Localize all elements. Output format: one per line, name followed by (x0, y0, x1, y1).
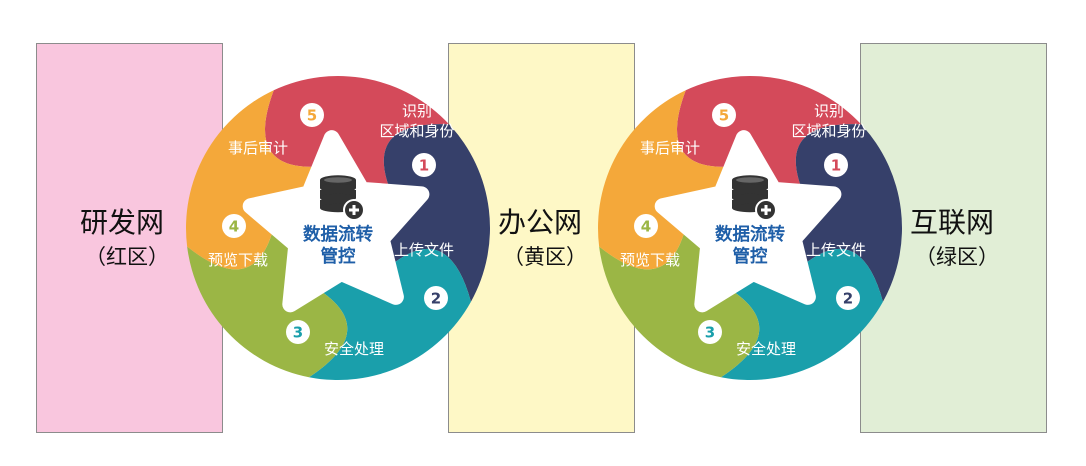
step-1-badge: 1 (824, 153, 848, 177)
step-1-label: 区域和身份 (379, 122, 454, 140)
step-2-badge: 2 (424, 286, 448, 310)
step-3-badge: 3 (286, 320, 310, 344)
step-5-number: 5 (719, 107, 729, 125)
step-1-label: 识别 (402, 102, 432, 120)
step-5-label: 事后审计 (640, 139, 700, 157)
step-1-badge: 1 (412, 153, 436, 177)
zone-research-name: 研发网 (80, 206, 164, 239)
zone-internet-name: 互联网 (910, 206, 994, 239)
step-4-number: 4 (641, 218, 651, 236)
center-title-line: 数据流转 (715, 224, 785, 245)
step-2-label: 上传文件 (394, 241, 454, 259)
step-5-badge: 5 (712, 103, 736, 127)
step-3-number: 3 (705, 324, 715, 342)
step-4-label: 预览下载 (208, 251, 268, 269)
step-3-badge: 3 (698, 320, 722, 344)
center-title-line: 管控 (321, 246, 356, 267)
step-3-label: 安全处理 (324, 340, 384, 358)
step-4-number: 4 (229, 218, 239, 236)
step-5-label: 事后审计 (228, 139, 288, 157)
step-2-number: 2 (431, 290, 441, 308)
step-4-label: 预览下载 (620, 251, 680, 269)
step-2-label: 上传文件 (806, 241, 866, 259)
step-1-label: 识别 (814, 102, 844, 120)
step-5-number: 5 (307, 107, 317, 125)
step-2-badge: 2 (836, 286, 860, 310)
step-1-label: 区域和身份 (791, 122, 866, 140)
step-1-number: 1 (419, 157, 429, 175)
zone-office-sub: （黄区） (503, 245, 587, 269)
step-2-number: 2 (843, 290, 853, 308)
database-plus-icon (732, 175, 777, 221)
center-title-line: 数据流转 (303, 224, 373, 245)
step-4-badge: 4 (634, 214, 658, 238)
zone-office-name: 办公网 (498, 206, 582, 239)
zone-internet-sub: （绿区） (915, 245, 999, 269)
step-4-badge: 4 (222, 214, 246, 238)
zone-research-sub: （红区） (85, 245, 169, 269)
step-3-label: 安全处理 (736, 340, 796, 358)
center-star (242, 130, 430, 313)
database-plus-icon (320, 175, 365, 221)
step-1-number: 1 (831, 157, 841, 175)
center-star (654, 130, 842, 313)
center-title-line: 管控 (733, 246, 768, 267)
step-5-badge: 5 (300, 103, 324, 127)
step-3-number: 3 (293, 324, 303, 342)
